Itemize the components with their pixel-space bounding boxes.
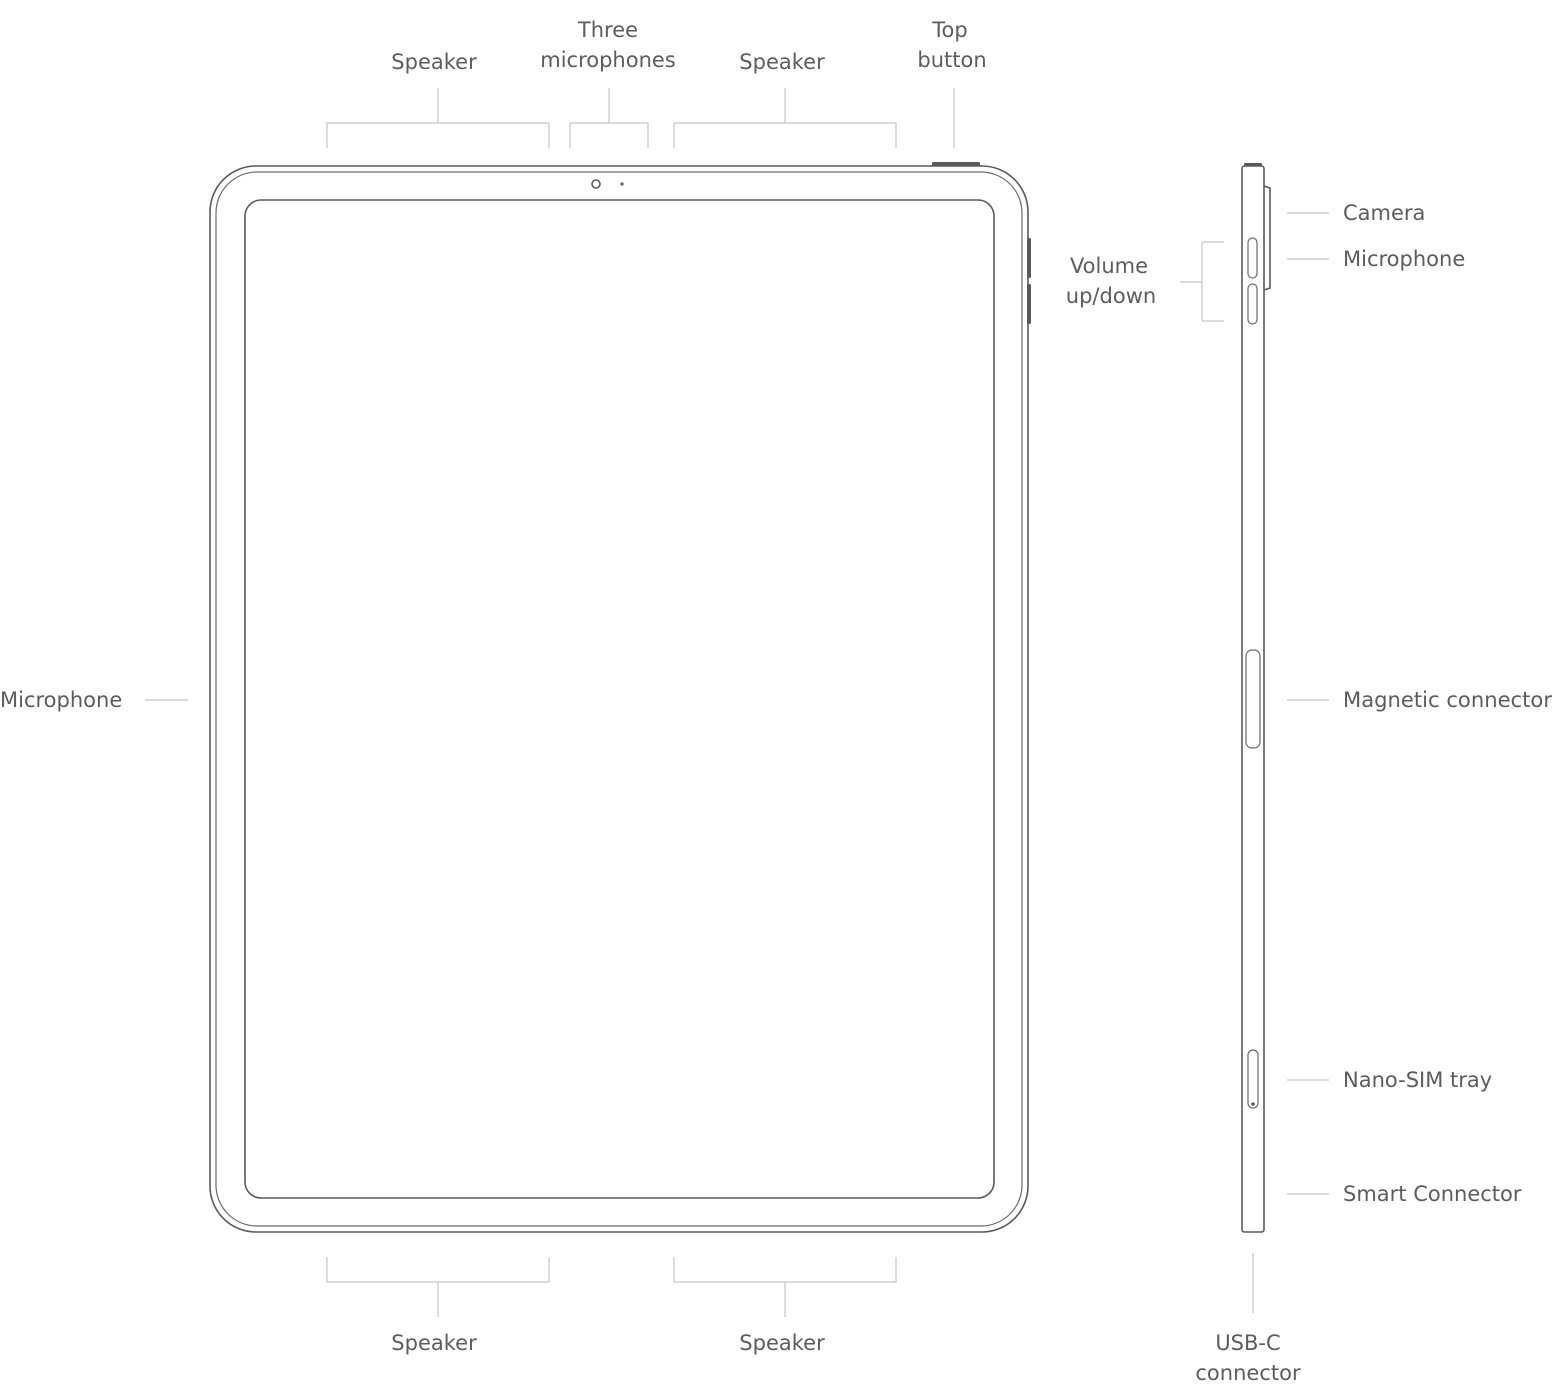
label-volume-line2: up/down — [1066, 284, 1156, 308]
side-sim-eject-hole — [1251, 1102, 1255, 1106]
side-magnetic-connector — [1245, 649, 1261, 749]
front-outer-body — [209, 165, 1029, 1233]
side-top-button — [1244, 163, 1262, 166]
label-volume-line1: Volume — [1070, 254, 1148, 278]
side-camera-bump — [1263, 185, 1271, 291]
front-display — [244, 199, 995, 1199]
label-nano-sim-tray: Nano-SIM tray — [1343, 1068, 1492, 1092]
label-usbc-line2: connector — [1195, 1361, 1301, 1385]
side-volume-down-button — [1247, 283, 1258, 325]
front-sensor-dot — [620, 182, 624, 186]
three-microphones-bracket — [569, 88, 649, 148]
label-smart-connector: Smart Connector — [1343, 1182, 1522, 1206]
side-body — [1241, 165, 1265, 1233]
speaker-bottom-left-bracket — [326, 1257, 550, 1317]
label-microphone-right: Microphone — [1343, 247, 1465, 271]
speaker-top-left-bracket — [326, 88, 550, 148]
label-speaker-top-left: Speaker — [391, 50, 477, 74]
callout-lines — [145, 88, 1329, 1317]
ipad-side-view — [1241, 163, 1271, 1233]
speaker-bottom-right-bracket — [673, 1257, 897, 1317]
front-volume-up-button — [1027, 238, 1031, 278]
label-camera: Camera — [1343, 201, 1425, 225]
label-speaker-bottom-left: Speaker — [391, 1331, 477, 1355]
label-top-button-line2: button — [917, 48, 986, 72]
front-volume-down-button — [1027, 284, 1031, 324]
volume-bracket — [1180, 241, 1224, 322]
label-magnetic-connector: Magnetic connector — [1343, 688, 1552, 712]
ipad-front-view — [209, 162, 1031, 1233]
top-button — [932, 162, 980, 166]
label-usbc-line1: USB-C — [1215, 1331, 1280, 1355]
speaker-top-right-bracket — [673, 88, 897, 148]
front-camera-lens — [591, 179, 601, 189]
label-speaker-top-right: Speaker — [739, 50, 825, 74]
label-speaker-bottom-right: Speaker — [739, 1331, 825, 1355]
front-inner-edge — [215, 171, 1023, 1227]
label-three-microphones-line1: Three — [577, 18, 638, 42]
label-top-button-line1: Top — [931, 18, 967, 42]
label-three-microphones-line2: microphones — [540, 48, 676, 72]
side-nano-sim-tray — [1247, 1049, 1259, 1109]
side-volume-up-button — [1247, 237, 1258, 279]
label-microphone-left: Microphone — [0, 688, 122, 712]
labels: Speaker Three microphones Speaker Top bu… — [0, 18, 1552, 1385]
